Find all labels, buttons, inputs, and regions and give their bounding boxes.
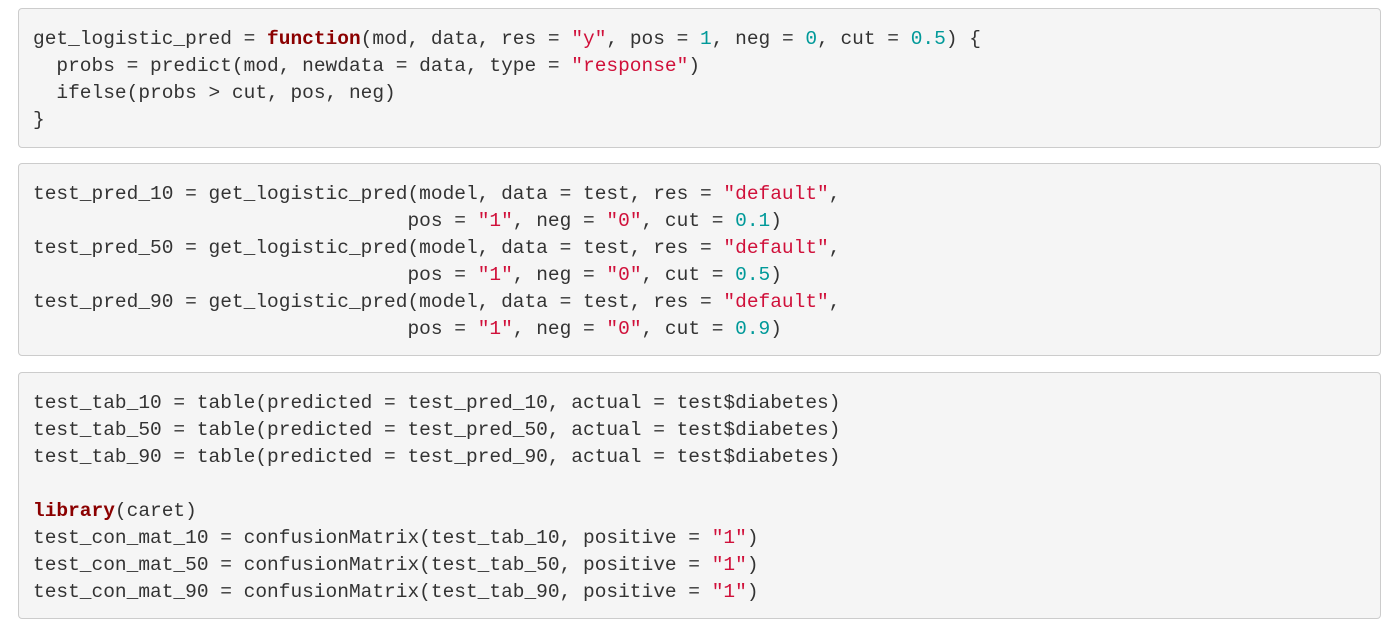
- code-string: "response": [571, 55, 689, 77]
- code-block: test_pred_10 = get_logistic_pred(model, …: [18, 163, 1381, 356]
- code-number: 0.9: [735, 318, 771, 340]
- code-string: "0": [606, 264, 642, 286]
- code-text: ): [688, 55, 701, 77]
- code-line: library(caret): [33, 498, 1366, 525]
- code-text: , cut =: [817, 28, 911, 50]
- code-text: test_pred_90 = get_logistic_pred(model, …: [33, 291, 724, 313]
- code-text: }: [33, 109, 45, 131]
- code-text: ): [746, 554, 759, 576]
- code-line: pos = "1", neg = "0", cut = 0.9): [33, 316, 1366, 343]
- code-number: 1: [700, 28, 712, 50]
- code-string: "default": [723, 291, 829, 313]
- code-line: test_con_mat_10 = confusionMatrix(test_t…: [33, 525, 1366, 552]
- code-number: 0.5: [910, 28, 946, 50]
- code-text: ): [746, 581, 759, 603]
- code-text: probs = predict(mod, newdata = data, typ…: [33, 55, 572, 77]
- code-text: ): [770, 210, 782, 232]
- code-string: "0": [606, 318, 642, 340]
- code-line: test_con_mat_50 = confusionMatrix(test_t…: [33, 552, 1366, 579]
- code-text: test_tab_50 = table(predicted = test_pre…: [33, 419, 841, 441]
- code-number: 0.1: [735, 210, 771, 232]
- code-text: ) {: [945, 28, 981, 50]
- code-text: pos =: [33, 318, 478, 340]
- code-text: ): [770, 264, 782, 286]
- code-text: ): [746, 527, 759, 549]
- code-string: "1": [711, 581, 747, 603]
- code-text: ,: [828, 183, 841, 205]
- code-string: "1": [477, 264, 513, 286]
- code-string: "default": [723, 237, 829, 259]
- code-text: , neg =: [512, 318, 607, 340]
- code-line: ifelse(probs > cut, pos, neg): [33, 80, 1366, 107]
- code-block: test_tab_10 = table(predicted = test_pre…: [18, 372, 1381, 619]
- code-string: "default": [723, 183, 829, 205]
- code-string: "1": [477, 210, 513, 232]
- code-string: "1": [711, 554, 747, 576]
- code-line: test_pred_10 = get_logistic_pred(model, …: [33, 181, 1366, 208]
- code-line: }: [33, 107, 1366, 134]
- code-number: 0: [805, 28, 818, 50]
- code-text: test_tab_10 = table(predicted = test_pre…: [33, 392, 841, 414]
- code-text: , neg =: [512, 264, 607, 286]
- code-line: get_logistic_pred = function(mod, data, …: [33, 26, 1366, 53]
- code-line: test_con_mat_90 = confusionMatrix(test_t…: [33, 579, 1366, 606]
- code-text: test_tab_90 = table(predicted = test_pre…: [33, 446, 841, 468]
- code-string: "1": [477, 318, 513, 340]
- code-text: , neg =: [512, 210, 607, 232]
- code-text: pos =: [33, 210, 478, 232]
- code-text: , cut =: [641, 210, 736, 232]
- code-text: , cut =: [641, 318, 736, 340]
- code-text: (caret): [114, 500, 197, 522]
- code-string: "0": [606, 210, 642, 232]
- code-keyword: library: [33, 500, 115, 522]
- code-text: (mod, data, res =: [360, 28, 572, 50]
- code-keyword: function: [267, 28, 361, 50]
- code-line: test_pred_50 = get_logistic_pred(model, …: [33, 235, 1366, 262]
- code-line: test_pred_90 = get_logistic_pred(model, …: [33, 289, 1366, 316]
- code-text: , pos =: [606, 28, 701, 50]
- code-line: probs = predict(mod, newdata = data, typ…: [33, 53, 1366, 80]
- code-line: pos = "1", neg = "0", cut = 0.5): [33, 262, 1366, 289]
- code-text: get_logistic_pred =: [33, 28, 268, 50]
- code-line: test_tab_90 = table(predicted = test_pre…: [33, 444, 1366, 471]
- code-text: ,: [828, 237, 841, 259]
- code-text: , cut =: [641, 264, 736, 286]
- code-line: pos = "1", neg = "0", cut = 0.1): [33, 208, 1366, 235]
- code-text: test_con_mat_50 = confusionMatrix(test_t…: [33, 554, 712, 576]
- code-text: pos =: [33, 264, 478, 286]
- code-line: test_tab_50 = table(predicted = test_pre…: [33, 417, 1366, 444]
- code-line: [33, 471, 1366, 498]
- code-text: ,: [828, 291, 841, 313]
- code-text: , neg =: [711, 28, 806, 50]
- code-string: "y": [571, 28, 607, 50]
- code-line: test_tab_10 = table(predicted = test_pre…: [33, 390, 1366, 417]
- code-text: ifelse(probs > cut, pos, neg): [33, 82, 396, 104]
- code-text: ): [770, 318, 782, 340]
- code-number: 0.5: [735, 264, 771, 286]
- code-block: get_logistic_pred = function(mod, data, …: [18, 8, 1381, 148]
- code-text: test_pred_10 = get_logistic_pred(model, …: [33, 183, 724, 205]
- code-text: test_pred_50 = get_logistic_pred(model, …: [33, 237, 724, 259]
- code-string: "1": [711, 527, 747, 549]
- code-text: test_con_mat_90 = confusionMatrix(test_t…: [33, 581, 712, 603]
- code-text: test_con_mat_10 = confusionMatrix(test_t…: [33, 527, 712, 549]
